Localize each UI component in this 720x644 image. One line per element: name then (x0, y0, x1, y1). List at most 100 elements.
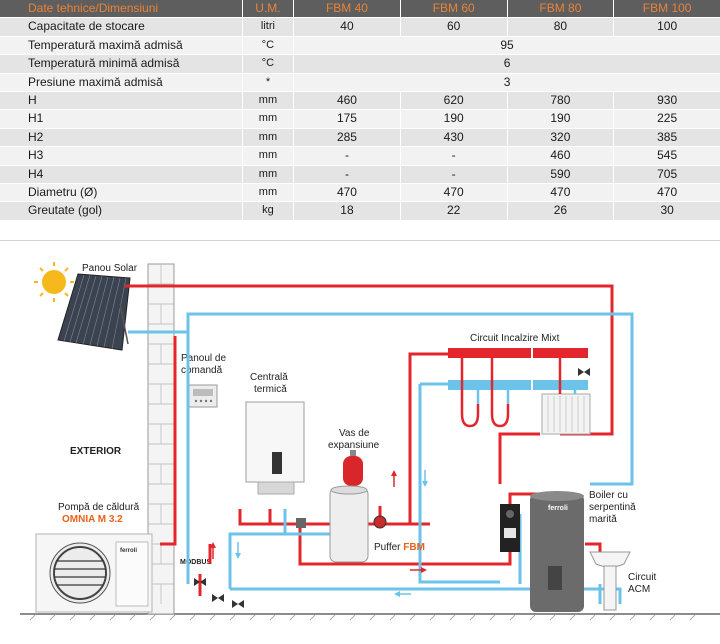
row-unit: mm (241, 128, 294, 148)
row-value: 430 (399, 128, 508, 148)
pump-station (500, 504, 520, 552)
row-value: 18 (293, 201, 401, 221)
row-value: 60 (399, 17, 508, 37)
puffer-word: Puffer (374, 542, 401, 553)
mixed-circuit-label: Circuit Incalzire Mixt (470, 333, 560, 344)
row-unit: °C (241, 36, 294, 56)
technical-data-table: Date tehnice/Dimensiuni U.M. FBM 40 FBM … (0, 0, 720, 221)
row-label: Capacitate de stocare (0, 17, 243, 37)
circulation-pump (373, 515, 387, 529)
header-cell: FBM 100 (613, 0, 720, 19)
row-value: 320 (506, 128, 614, 148)
wall-boiler (245, 401, 305, 495)
expansion-label-2: expansiune (328, 440, 380, 451)
solar-panel-label: Panou Solar (82, 263, 138, 274)
row-unit: litri (241, 17, 294, 37)
row-label: Diametru (Ø) (0, 183, 243, 203)
puffer-tank (329, 485, 369, 563)
row-value: 470 (613, 183, 720, 203)
row-value: 22 (399, 201, 508, 221)
installation-diagram: Panou Solar Panoul de comandă Centrală t… (20, 262, 720, 621)
acm-circuit-label: Circuit (628, 572, 657, 583)
row-label: H (0, 91, 243, 111)
table-header-row: Date tehnice/Dimensiuni U.M. FBM 40 FBM … (0, 0, 720, 19)
heat-pump-unit: ferroli (35, 533, 153, 613)
control-panel-label: Panoul de (181, 353, 226, 364)
heating-manifold-cold (448, 380, 588, 390)
row-value: 26 (506, 201, 614, 221)
row-value: - (399, 165, 508, 185)
row-value: 705 (613, 165, 720, 185)
header-cell: FBM 80 (506, 0, 614, 19)
row-label: H4 (0, 165, 243, 185)
floor-heating-loops (460, 358, 510, 428)
row-value: 190 (399, 109, 508, 129)
row-value: 285 (293, 128, 401, 148)
row-value-merged: 3 (293, 73, 720, 93)
exterior-label: EXTERIOR (70, 446, 122, 457)
boiler-label: Centrală (250, 372, 288, 383)
row-unit: mm (241, 165, 294, 185)
row-value: 175 (293, 109, 401, 129)
header-cell: Date tehnice/Dimensiuni (0, 0, 243, 19)
valves (194, 368, 590, 608)
expansion-vessel (343, 450, 363, 486)
row-value: 590 (506, 165, 614, 185)
row-unit: * (241, 73, 294, 93)
row-value: 930 (613, 91, 720, 111)
heating-manifold-hot (448, 348, 588, 358)
row-label: Temperatură maximă admisă (0, 36, 243, 56)
row-unit: mm (241, 146, 294, 166)
row-value: 80 (506, 17, 614, 37)
row-label: H3 (0, 146, 243, 166)
header-cell: FBM 40 (293, 0, 401, 19)
serpentine-boiler: ferroli (530, 491, 584, 612)
row-value: 225 (613, 109, 720, 129)
solar-panel (57, 273, 131, 351)
heat-pump-model: OMNIA M 3.2 (62, 514, 123, 525)
row-value: 40 (293, 17, 401, 37)
row-unit: mm (241, 109, 294, 129)
boiler-label-2: termică (254, 384, 287, 395)
row-label: H1 (0, 109, 243, 129)
row-unit: mm (241, 91, 294, 111)
control-panel-device (188, 384, 218, 408)
row-value: 460 (506, 146, 614, 166)
row-label: Temperatură minimă admisă (0, 54, 243, 74)
row-value: 545 (613, 146, 720, 166)
header-cell: FBM 60 (399, 0, 508, 19)
row-value: 385 (613, 128, 720, 148)
sun-icon (34, 262, 74, 302)
flow-arrows (210, 470, 428, 597)
ground-hatching (29, 613, 697, 621)
row-unit: °C (241, 54, 294, 74)
row-value: - (399, 146, 508, 166)
modbus-label: MODBUS (180, 559, 211, 566)
row-value: 30 (613, 201, 720, 221)
row-value: 620 (399, 91, 508, 111)
header-cell: U.M. (241, 0, 294, 19)
row-value-merged: 95 (293, 36, 720, 56)
serpentine-boiler-label-2: serpentină (589, 502, 636, 513)
serpentine-boiler-label: Boiler cu (589, 490, 628, 501)
row-label: Presiune maximă admisă (0, 73, 243, 93)
row-value: 460 (293, 91, 401, 111)
row-value: 470 (399, 183, 508, 203)
puffer-model: FBM (403, 542, 425, 553)
radiator (541, 358, 591, 435)
puffer-label: Puffer FBM (374, 542, 425, 553)
acm-circuit-label-2: ACM (628, 584, 650, 595)
section-divider (0, 240, 720, 241)
row-value: 190 (506, 109, 614, 129)
row-value: - (293, 165, 401, 185)
